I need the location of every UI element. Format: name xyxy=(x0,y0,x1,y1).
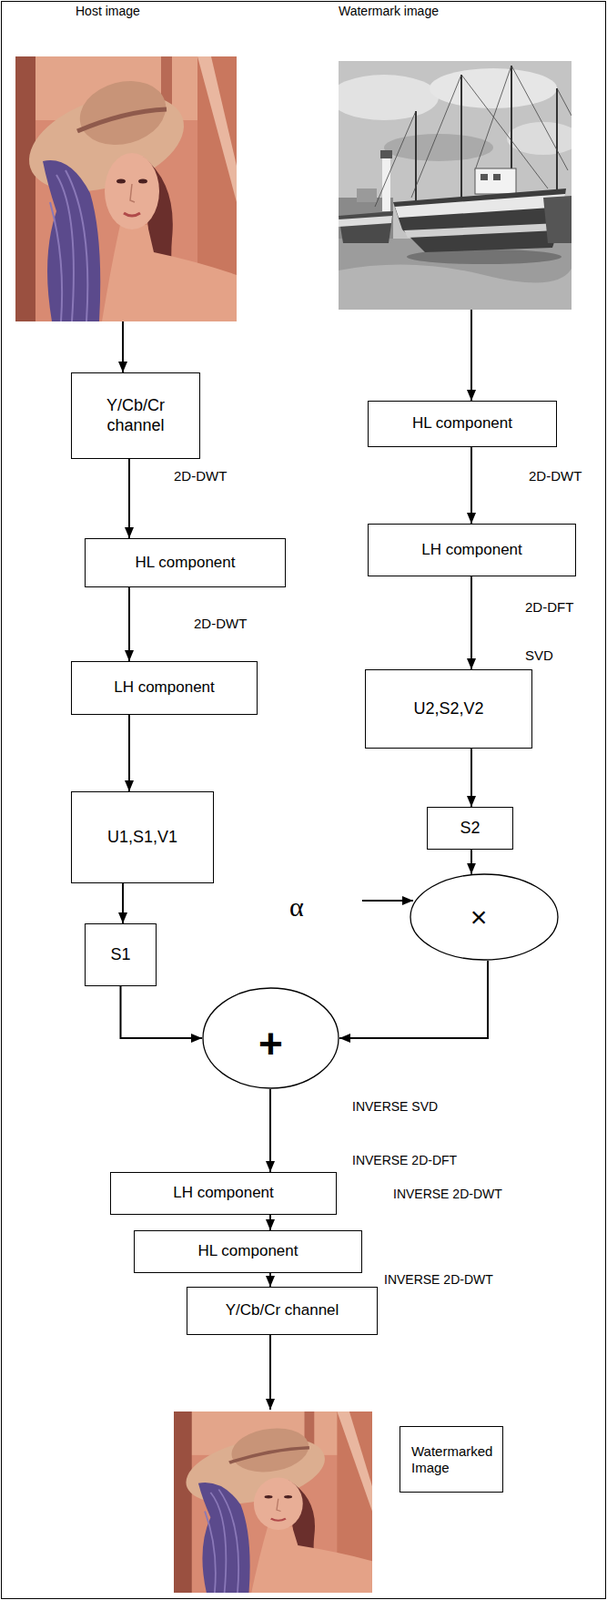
watermark-picture xyxy=(338,215,393,227)
multiply-operator: × xyxy=(409,872,559,961)
box-label: Y/Cb/Cr channel xyxy=(196,1300,368,1319)
value-box: S1 xyxy=(84,922,157,986)
flow-arrow xyxy=(128,586,131,661)
process-box: LH component xyxy=(70,660,258,715)
box-label: S2 xyxy=(435,818,506,839)
watermark-picture xyxy=(404,222,559,238)
process-box: LH component xyxy=(367,523,577,577)
image-heading: Watermark image xyxy=(338,3,572,20)
watermark-picture xyxy=(543,195,572,243)
flow-arrow xyxy=(470,748,473,807)
step-label: INVERSE 2D-DWT xyxy=(393,1185,503,1202)
flow-arrow xyxy=(121,882,124,923)
process-box: U2,S2,V2 xyxy=(364,668,533,749)
box-label: Watermarked Image xyxy=(411,1442,496,1476)
box-label: U2,S2,V2 xyxy=(374,698,523,719)
add-operator: + xyxy=(202,986,340,1089)
watermark-picture xyxy=(374,65,572,207)
flow-arrow xyxy=(339,960,488,1038)
watermark-picture xyxy=(475,168,516,194)
watermark-picture xyxy=(480,173,488,181)
operator-symbol: + xyxy=(202,1018,340,1069)
process-box: LH component xyxy=(110,1171,337,1214)
flow-arrow xyxy=(128,714,131,791)
flow-arrow xyxy=(470,309,473,401)
watermark-picture xyxy=(338,264,572,310)
watermark-picture xyxy=(338,74,439,121)
flow-arrow xyxy=(470,849,473,874)
box-label: U1,S1,V1 xyxy=(80,827,204,848)
caption-box: Watermarked Image xyxy=(399,1425,504,1492)
step-label: SVD xyxy=(525,647,554,664)
step-label: INVERSE 2D-DWT xyxy=(384,1271,494,1287)
box-label: HL component xyxy=(377,414,547,433)
process-box: HL component xyxy=(133,1229,363,1273)
flow-arrow xyxy=(470,446,473,524)
watermark-picture xyxy=(356,188,377,203)
image-node: Watermark image xyxy=(336,3,572,310)
image-node: Host image xyxy=(15,3,237,322)
box-label: S1 xyxy=(92,944,149,965)
flow-arrow xyxy=(269,1088,272,1172)
alpha-input-arrow xyxy=(362,899,414,901)
process-box: HL component xyxy=(84,537,286,587)
flow-arrow xyxy=(128,458,131,538)
process-box: Y/Cb/Cr channel xyxy=(70,372,201,459)
watermark-picture xyxy=(338,211,394,243)
ellipse-outline xyxy=(202,987,339,1088)
flow-arrow xyxy=(269,1214,272,1230)
watermark-picture xyxy=(556,88,558,198)
box-label: Y/Cb/Cr channel xyxy=(88,395,183,436)
flow-arrow xyxy=(121,985,203,1038)
box-label: HL component xyxy=(143,1241,353,1260)
box-label: HL component xyxy=(94,553,276,572)
output-arrow xyxy=(269,1334,272,1409)
watermark-picture xyxy=(506,121,572,155)
watermark-picture xyxy=(380,150,393,159)
process-box: Y/Cb/Cr channel xyxy=(186,1285,378,1335)
operator-symbol: × xyxy=(409,899,548,934)
step-label: 2D-DWT xyxy=(173,467,227,485)
watermark-picture xyxy=(493,173,501,181)
ellipse-outline xyxy=(410,873,558,960)
step-label: INVERSE SVD xyxy=(352,1098,438,1114)
watermarked-picture xyxy=(173,1410,373,1592)
step-label: 2D-DWT xyxy=(193,615,247,632)
watermark-picture xyxy=(382,156,391,212)
step-label: 2D-DWT xyxy=(528,467,582,485)
watermark-picture xyxy=(338,60,572,310)
watermark-picture xyxy=(460,74,463,198)
step-label: INVERSE 2D-DFT xyxy=(352,1152,457,1168)
box-label: LH component xyxy=(120,1183,327,1202)
flow-arrow xyxy=(470,576,473,669)
flow-arrow xyxy=(269,1272,272,1286)
process-box: HL component xyxy=(367,400,557,447)
watermark-picture xyxy=(394,193,566,218)
watermark-picture xyxy=(393,188,567,253)
flow-arrow xyxy=(121,321,124,373)
host-picture xyxy=(15,56,237,322)
image-heading: Host image xyxy=(75,3,237,20)
value-box: S2 xyxy=(426,806,514,850)
box-label: LH component xyxy=(80,677,248,697)
scale-factor-symbol: α xyxy=(289,890,304,923)
box-label: LH component xyxy=(377,540,567,559)
watermark-picture xyxy=(429,68,557,109)
process-box: U1,S1,V1 xyxy=(70,790,214,883)
step-label: 2D-DFT xyxy=(525,598,574,616)
